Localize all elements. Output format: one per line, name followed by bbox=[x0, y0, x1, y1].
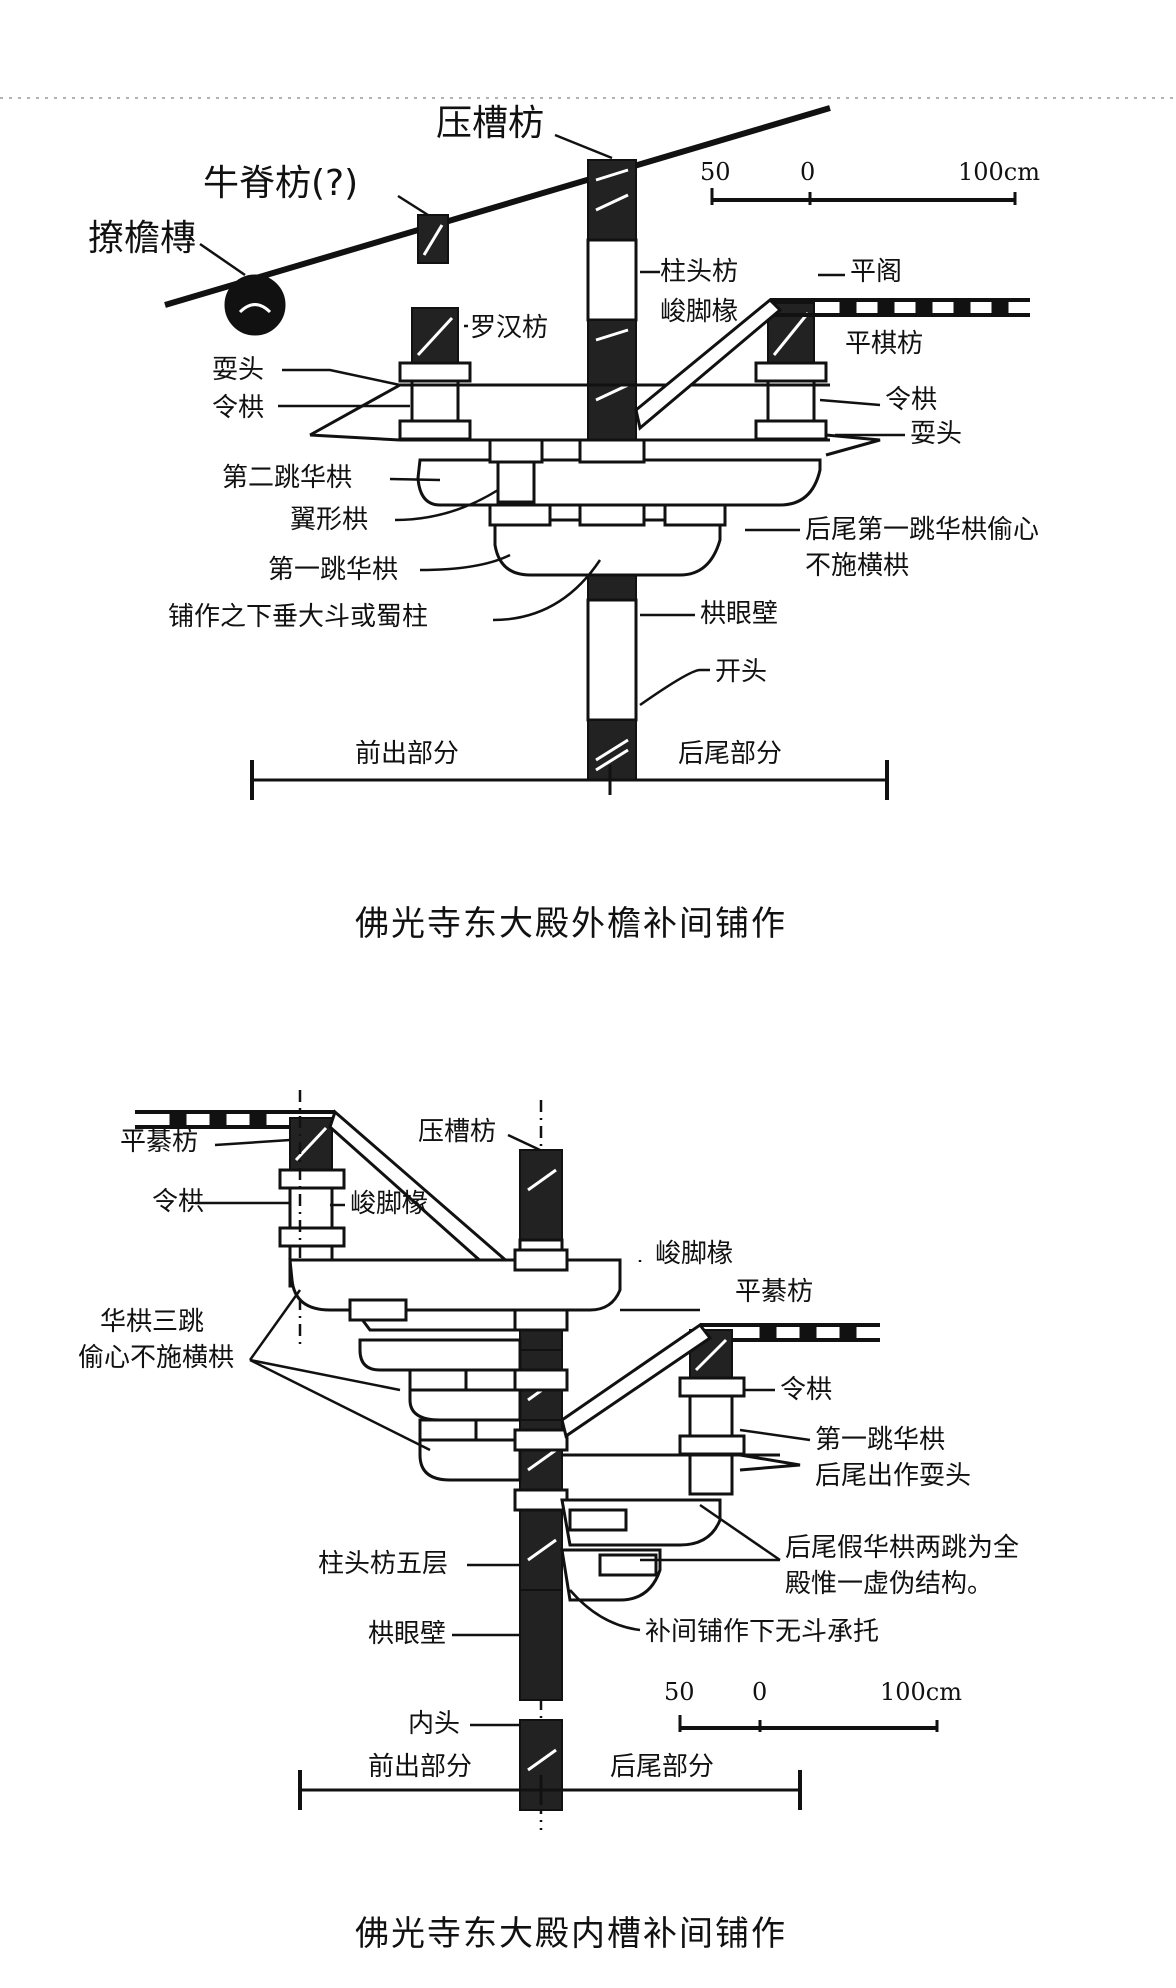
rear-part-label-1: 后尾部分 bbox=[678, 739, 782, 769]
scale1-zero: 0 bbox=[800, 158, 815, 186]
figure-inner-bracket: 50 0 100cm 前出部分 后尾部分 平綦枋 bbox=[78, 1090, 1019, 1954]
scale1-left: 50 bbox=[700, 158, 731, 186]
scale-bar-2: 50 0 100cm bbox=[664, 1678, 962, 1732]
rear-part-label-2: 后尾部分 bbox=[610, 1752, 714, 1782]
ping-qi-fang-left-label: 平綦枋 bbox=[120, 1127, 198, 1157]
scale1-right: 100cm bbox=[958, 158, 1040, 186]
nei-tou-label: 内头 bbox=[408, 1709, 460, 1739]
front-part-label-2: 前出部分 bbox=[368, 1752, 472, 1782]
figure2-caption: 佛光寺东大殿内槽补间铺作 bbox=[355, 1914, 787, 1954]
ping-ge-label: 平阁 bbox=[850, 257, 902, 287]
kai-tou-label: 开头 bbox=[715, 657, 767, 687]
ya-cao-fang-label-2: 压槽枋 bbox=[418, 1117, 496, 1147]
slanted-rafter bbox=[634, 297, 783, 431]
flat-ceiling-left bbox=[770, 298, 1030, 317]
dimension-line-1: 前出部分 后尾部分 bbox=[250, 739, 889, 800]
hou-wei-jia-line2-label: 殿惟一虚伪结构。 bbox=[785, 1569, 993, 1599]
ling-gong-left-label-1: 令栱 bbox=[212, 393, 264, 423]
ya-cao-fang-label: 压槽枋 bbox=[436, 103, 544, 144]
jun-jiao-chuan-right-label: 峻脚椽 bbox=[655, 1239, 733, 1269]
ling-gong-left-label-2: 令栱 bbox=[152, 1187, 204, 1217]
hou-wei-jia-line1-label: 后尾假华栱两跳为全 bbox=[785, 1533, 1019, 1563]
luo-han-fang-label: 罗汉枋 bbox=[470, 313, 548, 343]
di-yi-tiao-line1-label: 第一跳华栱 bbox=[815, 1425, 945, 1455]
hou-wei-line2-label: 不施横栱 bbox=[805, 551, 909, 581]
ping-qi-fang-label-1: 平棋枋 bbox=[845, 329, 923, 359]
figure1-caption: 佛光寺东大殿外檐补间铺作 bbox=[355, 904, 787, 944]
left-bracket-stack bbox=[398, 307, 472, 441]
zhu-tou-fang-label-1: 柱头枋 bbox=[660, 257, 738, 287]
front-part-label-1: 前出部分 bbox=[355, 739, 459, 769]
figure-outer-eave-bracket: 50 0 100cm 前出部分 后尾部分 压槽枋 bbox=[88, 103, 1040, 944]
di-er-tiao-label: 第二跳华栱 bbox=[222, 463, 352, 493]
roof-slope-line bbox=[164, 105, 831, 308]
hua-gong-line1-label: 华栱三跳 bbox=[100, 1307, 204, 1337]
ling-gong-right-label-1: 令栱 bbox=[885, 385, 937, 415]
scale2-left: 50 bbox=[664, 1678, 695, 1706]
hua-gong-line2-label: 偷心不施横栱 bbox=[78, 1343, 234, 1373]
pu-zuo-xia-label: 铺作之下垂大斗或蜀柱 bbox=[168, 602, 428, 632]
scale2-right: 100cm bbox=[880, 1678, 962, 1706]
liao-yan-tuan-label: 撩檐槫 bbox=[88, 218, 196, 259]
scale-bar-1: 50 0 100cm bbox=[700, 158, 1040, 205]
gong-yan-bi-label-1: 栱眼壁 bbox=[700, 599, 778, 629]
zhu-tou-fang-five-label: 柱头枋五层 bbox=[318, 1549, 448, 1579]
dimension-line-2: 前出部分 后尾部分 bbox=[298, 1752, 802, 1810]
central-column-2 bbox=[518, 1100, 564, 1830]
gong-yan-bi-label-2: 栱眼壁 bbox=[368, 1619, 446, 1649]
shua-tou-right-label: 耍头 bbox=[910, 419, 962, 449]
ping-qi-fang-right-label: 平綦枋 bbox=[735, 1277, 813, 1307]
jun-jiao-chuan-label-1: 峻脚椽 bbox=[660, 297, 738, 327]
di-yi-tiao-label-1: 第一跳华栱 bbox=[268, 555, 398, 585]
scale2-zero: 0 bbox=[752, 1678, 767, 1706]
jun-jiao-chuan-left-label: 峻脚椽 bbox=[350, 1189, 428, 1219]
shua-tou-left-label: 耍头 bbox=[212, 355, 264, 385]
niu-ji-fang-label: 牛脊枋(?) bbox=[203, 163, 358, 204]
ling-gong-right-label-2: 令栱 bbox=[780, 1375, 832, 1405]
di-yi-tiao-line2-label: 后尾出作耍头 bbox=[815, 1461, 971, 1491]
left-upright bbox=[278, 1117, 346, 1288]
bu-jian-label: 补间铺作下无斗承托 bbox=[645, 1617, 879, 1647]
yi-xing-gong-label: 翼形栱 bbox=[290, 505, 368, 535]
eave-purlin bbox=[224, 274, 286, 336]
right-bracket-stack bbox=[754, 302, 828, 441]
slanted-rafter-right bbox=[560, 1322, 713, 1439]
right-upright bbox=[678, 1329, 746, 1496]
hou-wei-line1-label: 后尾第一跳华栱偷心 bbox=[805, 515, 1039, 545]
